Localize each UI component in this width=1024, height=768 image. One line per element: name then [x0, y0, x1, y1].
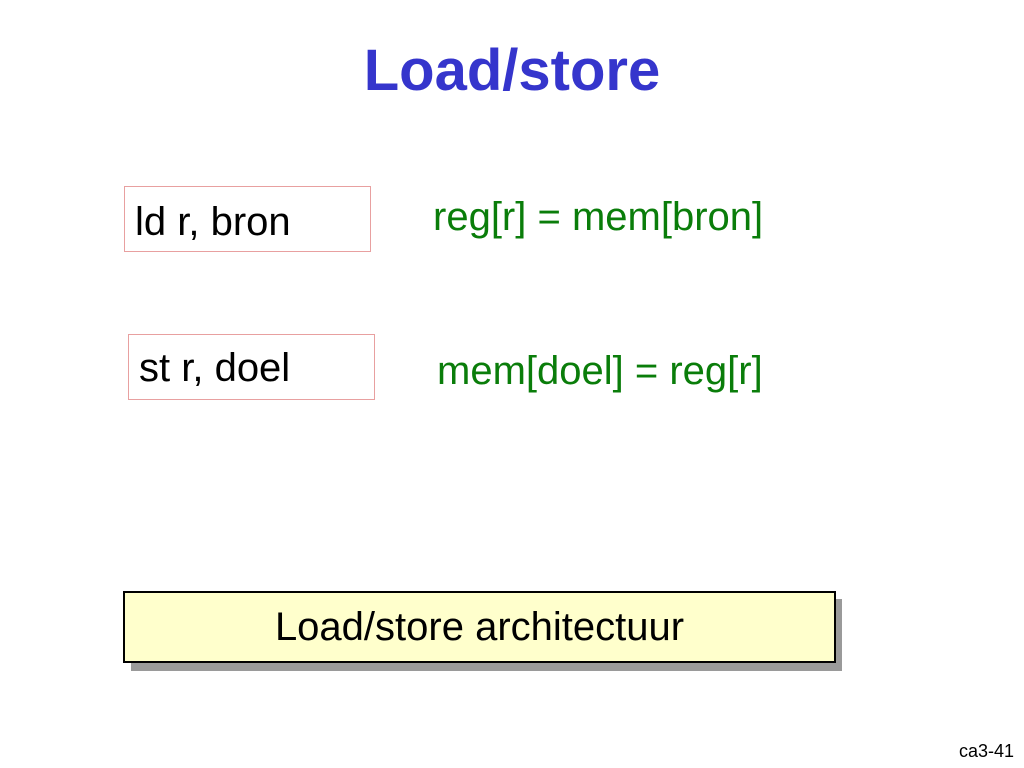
load-instruction-text: ld r, bron — [135, 200, 291, 244]
store-instruction-box: st r, doel — [128, 334, 375, 400]
store-semantics: mem[doel] = reg[r] — [437, 349, 763, 393]
load-instruction-box: ld r, bron — [124, 186, 371, 252]
store-instruction-text: st r, doel — [139, 346, 291, 390]
load-semantics: reg[r] = mem[bron] — [433, 195, 764, 239]
caption-box: Load/store architectuur — [123, 591, 836, 663]
caption-text: Load/store architectuur — [274, 605, 685, 649]
slide-number: ca3-41 — [958, 741, 1014, 761]
slide-title: Load/store — [363, 38, 661, 103]
